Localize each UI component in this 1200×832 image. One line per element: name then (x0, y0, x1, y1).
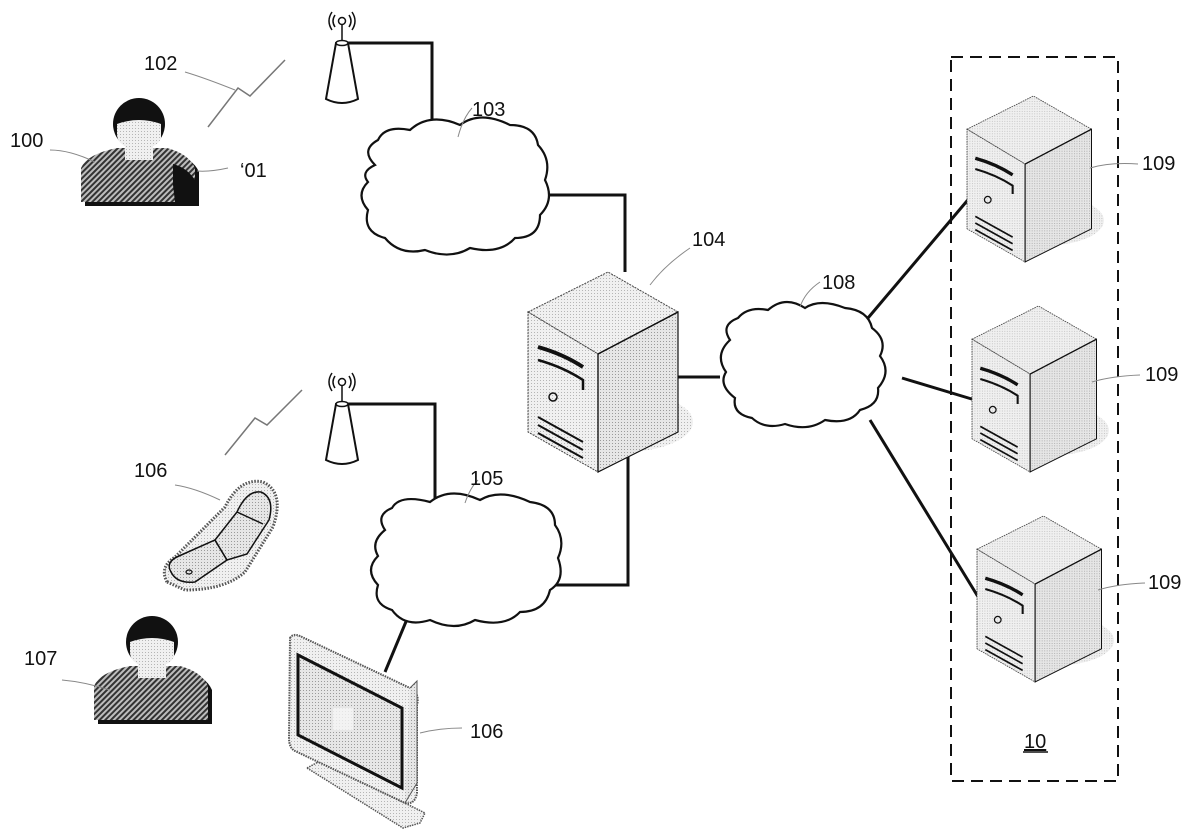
label-109a: 109 (1142, 153, 1175, 175)
label-103: 103 (472, 99, 505, 121)
label-107: 107 (24, 648, 57, 670)
server-icon-109a (967, 96, 1104, 262)
wire-antenna1-network103 (348, 43, 432, 135)
label-101: ‘01 (240, 160, 267, 182)
antenna-icon-2 (326, 373, 358, 464)
label-100: 100 (10, 130, 43, 152)
antenna-icon-1 (326, 12, 358, 103)
label-106-phone: 106 (134, 460, 167, 482)
label-10-group: 10 (1024, 731, 1046, 753)
wire-network105-server104 (550, 453, 628, 585)
label-109b: 109 (1145, 364, 1178, 386)
wire-network108-server109c (870, 420, 980, 600)
server-icon-109c (977, 516, 1114, 682)
mobile-phone-icon (164, 481, 277, 590)
network-cloud-105 (371, 493, 561, 626)
wireless-signal-icon-2 (225, 390, 302, 455)
user-icon-100 (81, 98, 199, 206)
wire-network108-server109b (902, 378, 975, 400)
label-105: 105 (470, 468, 503, 490)
wire-antenna2-network105 (348, 404, 435, 502)
label-106-tv: 106 (470, 721, 503, 743)
label-108: 108 (822, 272, 855, 294)
server-icon-109b (972, 306, 1109, 472)
label-109c: 109 (1148, 572, 1181, 594)
label-104: 104 (692, 229, 725, 251)
user-icon-107 (94, 616, 212, 724)
server-icon-104 (528, 272, 693, 472)
television-icon (289, 635, 425, 828)
network-cloud-108 (721, 302, 886, 427)
wire-network103-server104 (545, 195, 625, 272)
label-102: 102 (144, 53, 177, 75)
wire-network108-server109a (868, 195, 972, 318)
wireless-signal-icon-1 (208, 60, 285, 127)
network-cloud-103 (362, 118, 550, 255)
